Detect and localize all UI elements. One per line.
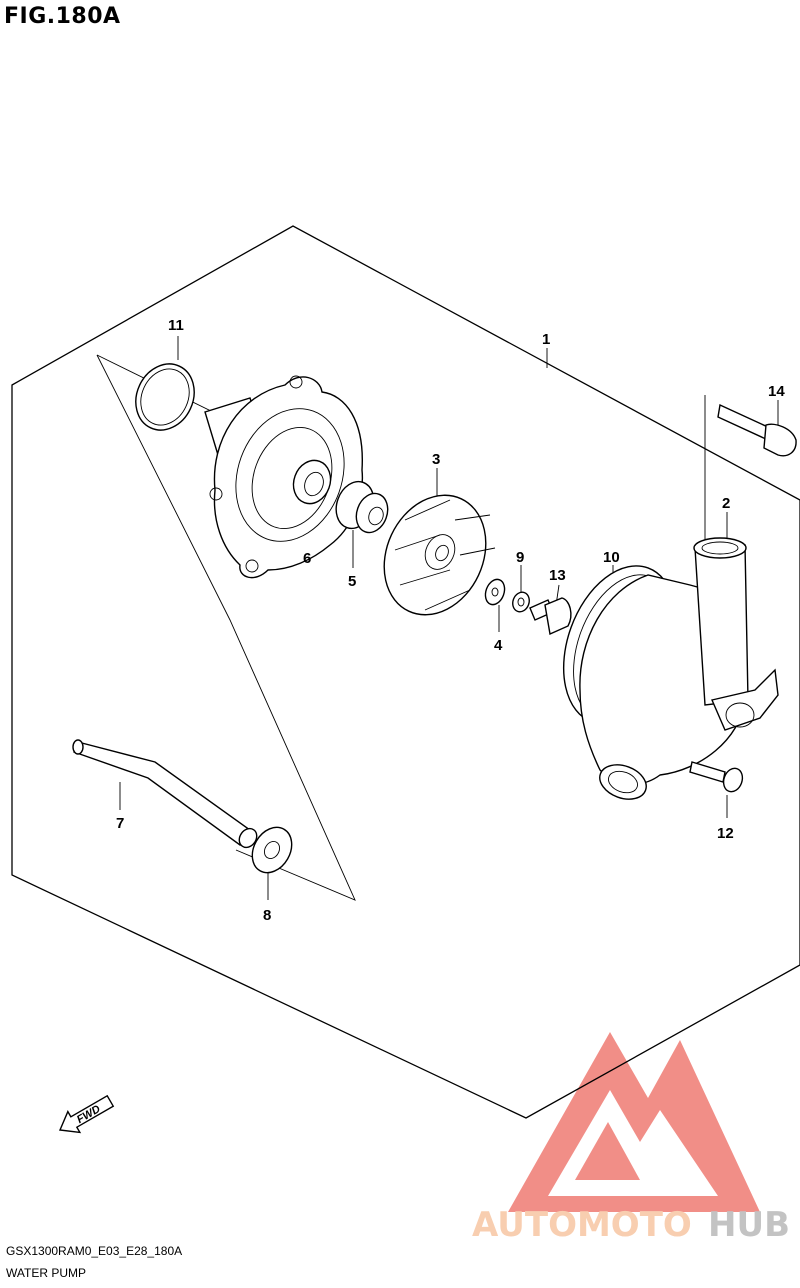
figure-title: FIG.180A	[4, 4, 121, 29]
screw-12	[689, 761, 744, 793]
washer-9	[512, 591, 530, 613]
callout-labels: 1 2 3 4 5 6 7 8 9 10 11 12 13 14	[116, 317, 785, 924]
callout-9: 9	[516, 549, 524, 566]
watermark-text-b: HUB	[708, 1205, 790, 1245]
fwd-arrow: FWD	[58, 1094, 115, 1134]
callout-2: 2	[722, 495, 730, 512]
callout-5: 5	[348, 573, 356, 590]
shaft-7	[72, 739, 258, 849]
fwd-label: FWD	[75, 1103, 103, 1126]
mechanical-seal-5	[335, 480, 389, 534]
bolt-13	[529, 597, 572, 636]
pump-case-6	[204, 375, 364, 579]
watermark-text-a: AUTOMOTO	[472, 1205, 692, 1245]
callout-14: 14	[768, 383, 785, 400]
washer-8	[251, 826, 293, 874]
callout-3: 3	[432, 451, 440, 468]
callout-11: 11	[168, 317, 184, 334]
callout-6: 6	[303, 550, 311, 567]
watermark-logo: AUTOMOTO HUB	[472, 1032, 790, 1245]
inner-outline	[96, 354, 356, 901]
diagram-code: GSX1300RAM0_E03_E28_180A	[6, 1244, 183, 1258]
callout-4: 4	[494, 637, 503, 654]
callout-8: 8	[263, 907, 271, 924]
callout-7: 7	[116, 815, 124, 832]
callout-12: 12	[717, 825, 734, 842]
washer-4	[484, 578, 506, 606]
pump-cover-2	[579, 537, 779, 800]
callout-1: 1	[542, 331, 550, 348]
callout-13: 13	[549, 567, 566, 584]
o-ring-11	[135, 363, 195, 431]
assembly-boundary	[11, 225, 800, 1119]
diagram-name: WATER PUMP	[6, 1266, 86, 1280]
impeller-3	[383, 494, 496, 616]
bolt-14	[717, 403, 797, 457]
callout-10: 10	[603, 549, 620, 566]
